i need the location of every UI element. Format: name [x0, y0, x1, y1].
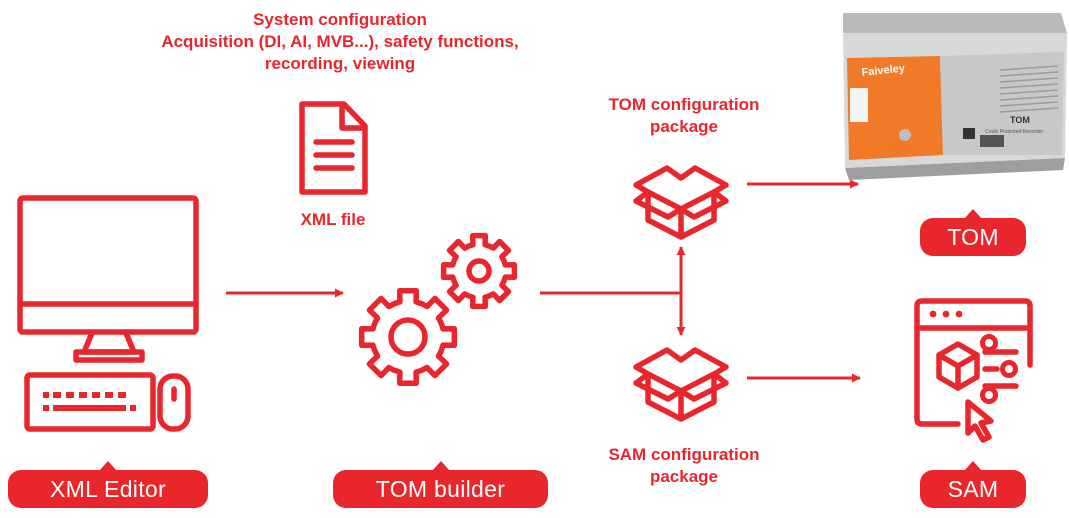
desktop-computer-icon — [17, 195, 199, 432]
tom-builder-pill: TOM builder — [333, 461, 548, 508]
gears-icon — [358, 232, 518, 387]
tom-package-label: TOM configuration package — [574, 94, 794, 138]
keyboard-keys — [43, 392, 136, 411]
slider-knobs — [980, 334, 1018, 404]
xml-editor-pill: XML Editor — [8, 461, 208, 508]
app-window-dots — [929, 310, 963, 318]
device-vents — [999, 65, 1059, 113]
tom-package-line-1: TOM configuration — [608, 95, 760, 114]
tom-package-line-2: package — [649, 117, 719, 136]
xml-file-label: XML file — [300, 210, 366, 229]
open-box-icon — [633, 347, 729, 422]
open-box-icon — [633, 165, 729, 240]
sam-package-line-1: SAM configuration — [608, 445, 760, 464]
sam-pill: SAM — [920, 461, 1026, 508]
device-brand: Faiveley — [861, 62, 906, 79]
app-window-settings-icon — [914, 298, 1033, 443]
device-model: TOM — [1010, 115, 1030, 125]
system-configuration-label: System configuration Acquisition (DI, AI… — [100, 9, 580, 75]
document-file-icon — [299, 101, 368, 195]
sam-package-label: SAM configuration package — [574, 444, 794, 488]
sam-package-line-2: package — [649, 467, 719, 486]
device-subtitle: Crash Protected Recorder — [985, 129, 1043, 135]
header-line-2: Acquisition (DI, AI, MVB...), safety fun… — [161, 32, 519, 51]
header-line-1: System configuration — [253, 10, 427, 29]
tom-pill: TOM — [920, 209, 1026, 256]
tom-device-image: Faiveley TOM Crash Protected Recorder — [843, 13, 1067, 180]
header-line-3: recording, viewing — [264, 54, 416, 73]
